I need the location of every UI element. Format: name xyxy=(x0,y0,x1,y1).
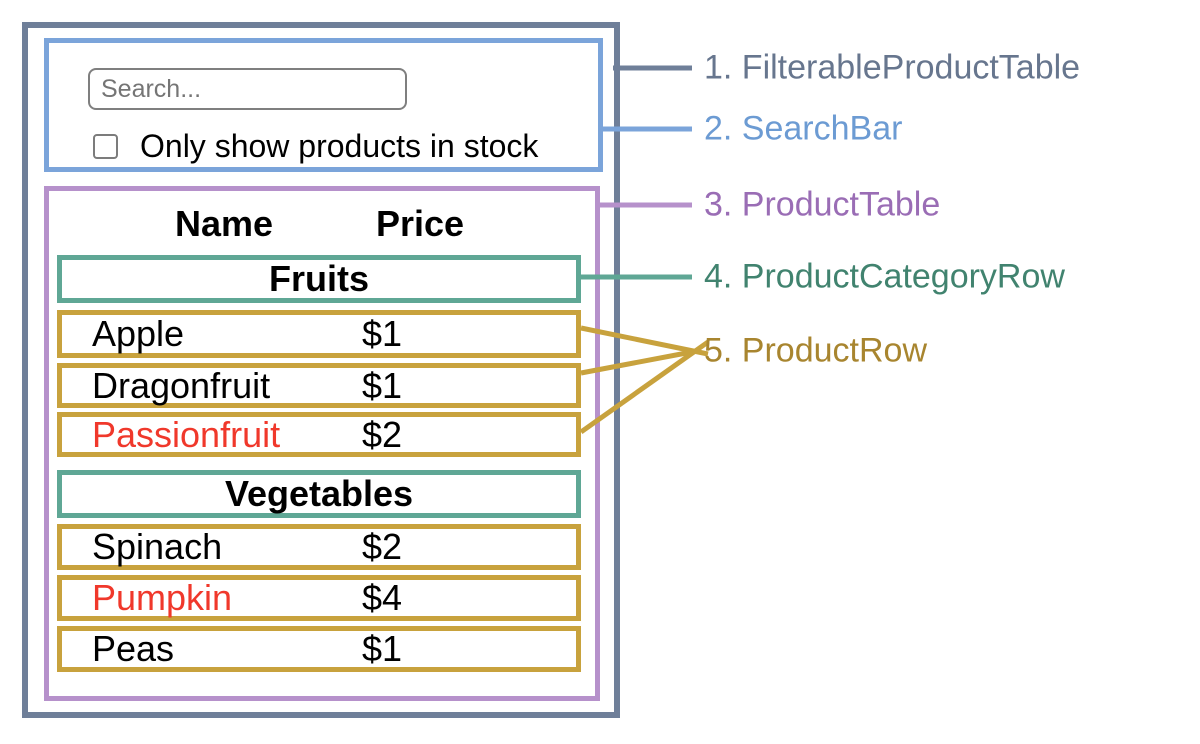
category-row-fruits: Fruits xyxy=(57,255,581,303)
product-price: $1 xyxy=(362,628,403,669)
product-name-out-of-stock: Pumpkin xyxy=(92,577,233,618)
product-price: $2 xyxy=(362,526,403,567)
annotation-search-bar: 2. SearchBar xyxy=(704,109,903,148)
product-name: Apple xyxy=(92,313,185,354)
annotation-product-table: 3. ProductTable xyxy=(704,185,941,224)
annotation-product-row: 5. ProductRow xyxy=(704,331,927,370)
column-header-price: Price xyxy=(375,203,465,244)
category-row-vegetables: Vegetables xyxy=(57,470,581,518)
product-row: Dragonfruit $1 xyxy=(57,363,581,408)
product-row: Passionfruit $2 xyxy=(57,412,581,457)
in-stock-checkbox[interactable] xyxy=(93,134,118,159)
annotation-product-category-row: 4. ProductCategoryRow xyxy=(704,257,1065,296)
search-input[interactable] xyxy=(88,68,407,110)
product-price: $4 xyxy=(362,577,403,618)
product-row: Apple $1 xyxy=(57,310,581,358)
product-row: Spinach $2 xyxy=(57,524,581,570)
product-name: Spinach xyxy=(92,526,223,567)
product-price: $1 xyxy=(362,364,403,406)
in-stock-filter-row: Only show products in stock xyxy=(93,128,538,165)
product-name-out-of-stock: Passionfruit xyxy=(92,413,281,455)
product-price: $2 xyxy=(362,413,403,455)
category-label: Fruits xyxy=(268,258,369,299)
product-row: Pumpkin $4 xyxy=(57,575,581,621)
category-label: Vegetables xyxy=(224,473,414,514)
product-price: $1 xyxy=(362,313,403,354)
product-name: Dragonfruit xyxy=(92,364,271,406)
annotation-filterable-product-table: 1. FilterableProductTable xyxy=(704,48,1081,87)
in-stock-checkbox-label: Only show products in stock xyxy=(140,128,539,164)
product-name: Peas xyxy=(92,628,175,669)
column-header-name: Name xyxy=(174,203,274,244)
product-row: Peas $1 xyxy=(57,626,581,672)
